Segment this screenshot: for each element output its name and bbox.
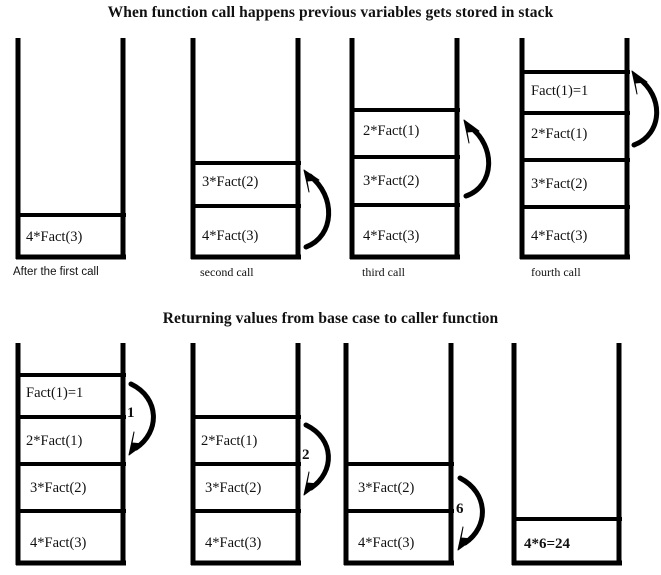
bottom-stack-2-outline [190,343,301,566]
top-stack-2-outline [190,38,301,260]
bottom-stack-2-frame-2-label: 4*Fact(3) [205,535,262,551]
top-stack-2-frame-0-label: 3*Fact(2) [202,174,259,190]
top-stack-3-caption: third call [362,265,405,279]
top-stack-1-frame-0-label: 4*Fact(3) [26,229,83,245]
bottom-stack-3-frame-1-label: 4*Fact(3) [358,535,415,551]
bottom-stack-2-frame-1-label: 3*Fact(2) [205,480,262,496]
bottom-stack-1-frame-3-label: 4*Fact(3) [30,535,87,551]
bottom-stack-3-outline [343,343,454,566]
top-stack-4-frame-1-label: 2*Fact(1) [531,126,588,142]
top-stack-4-arrow [631,70,660,148]
bottom-stack-1-frame-1-label: 2*Fact(1) [26,433,83,449]
top-section-title: When function call happens previous vari… [107,4,554,21]
bottom-stack-1-frame-0-label: Fact(1)=1 [26,385,84,401]
top-stack-3-frame-1-label: 3*Fact(2) [363,173,420,189]
bottom-stack-1-outline [15,343,126,566]
top-stack-4-outline [519,38,630,260]
bottom-stack-1-frame-2-label: 3*Fact(2) [30,480,87,496]
bottom-section-title: Returning values from base case to calle… [162,310,499,327]
bottom-stack-4-outline [511,343,622,566]
top-stack-1-caption: After the first call [13,266,99,278]
top-stack-4-frame-3-label: 4*Fact(3) [531,228,588,244]
bottom-stack-1-arrow-label: 1 [127,405,135,421]
bottom-stack-2-arrow-label: 2 [302,447,310,463]
bottom-stack-4-result-label: 4*6=24 [524,536,571,552]
top-stack-4-frame-0-label: Fact(1)=1 [531,83,589,99]
bottom-stack-2-frame-0-label: 2*Fact(1) [201,433,258,449]
top-stack-4-frame-2-label: 3*Fact(2) [531,176,588,192]
top-stack-3-arrow [463,119,492,199]
top-stack-3-outline [349,38,460,260]
bottom-stack-3-frame-0-label: 3*Fact(2) [358,480,415,496]
top-stack-2-arrow [303,169,332,250]
top-stack-3-frame-0-label: 2*Fact(1) [363,123,420,139]
top-stack-1-outline [15,38,126,260]
top-stack-2-caption: second call [200,265,254,279]
bottom-stack-3-arrow-label: 6 [456,501,464,517]
top-stack-3-frame-2-label: 4*Fact(3) [363,228,420,244]
top-stack-2-frame-1-label: 4*Fact(3) [202,228,259,244]
top-stack-4-caption: fourth call [531,265,581,279]
